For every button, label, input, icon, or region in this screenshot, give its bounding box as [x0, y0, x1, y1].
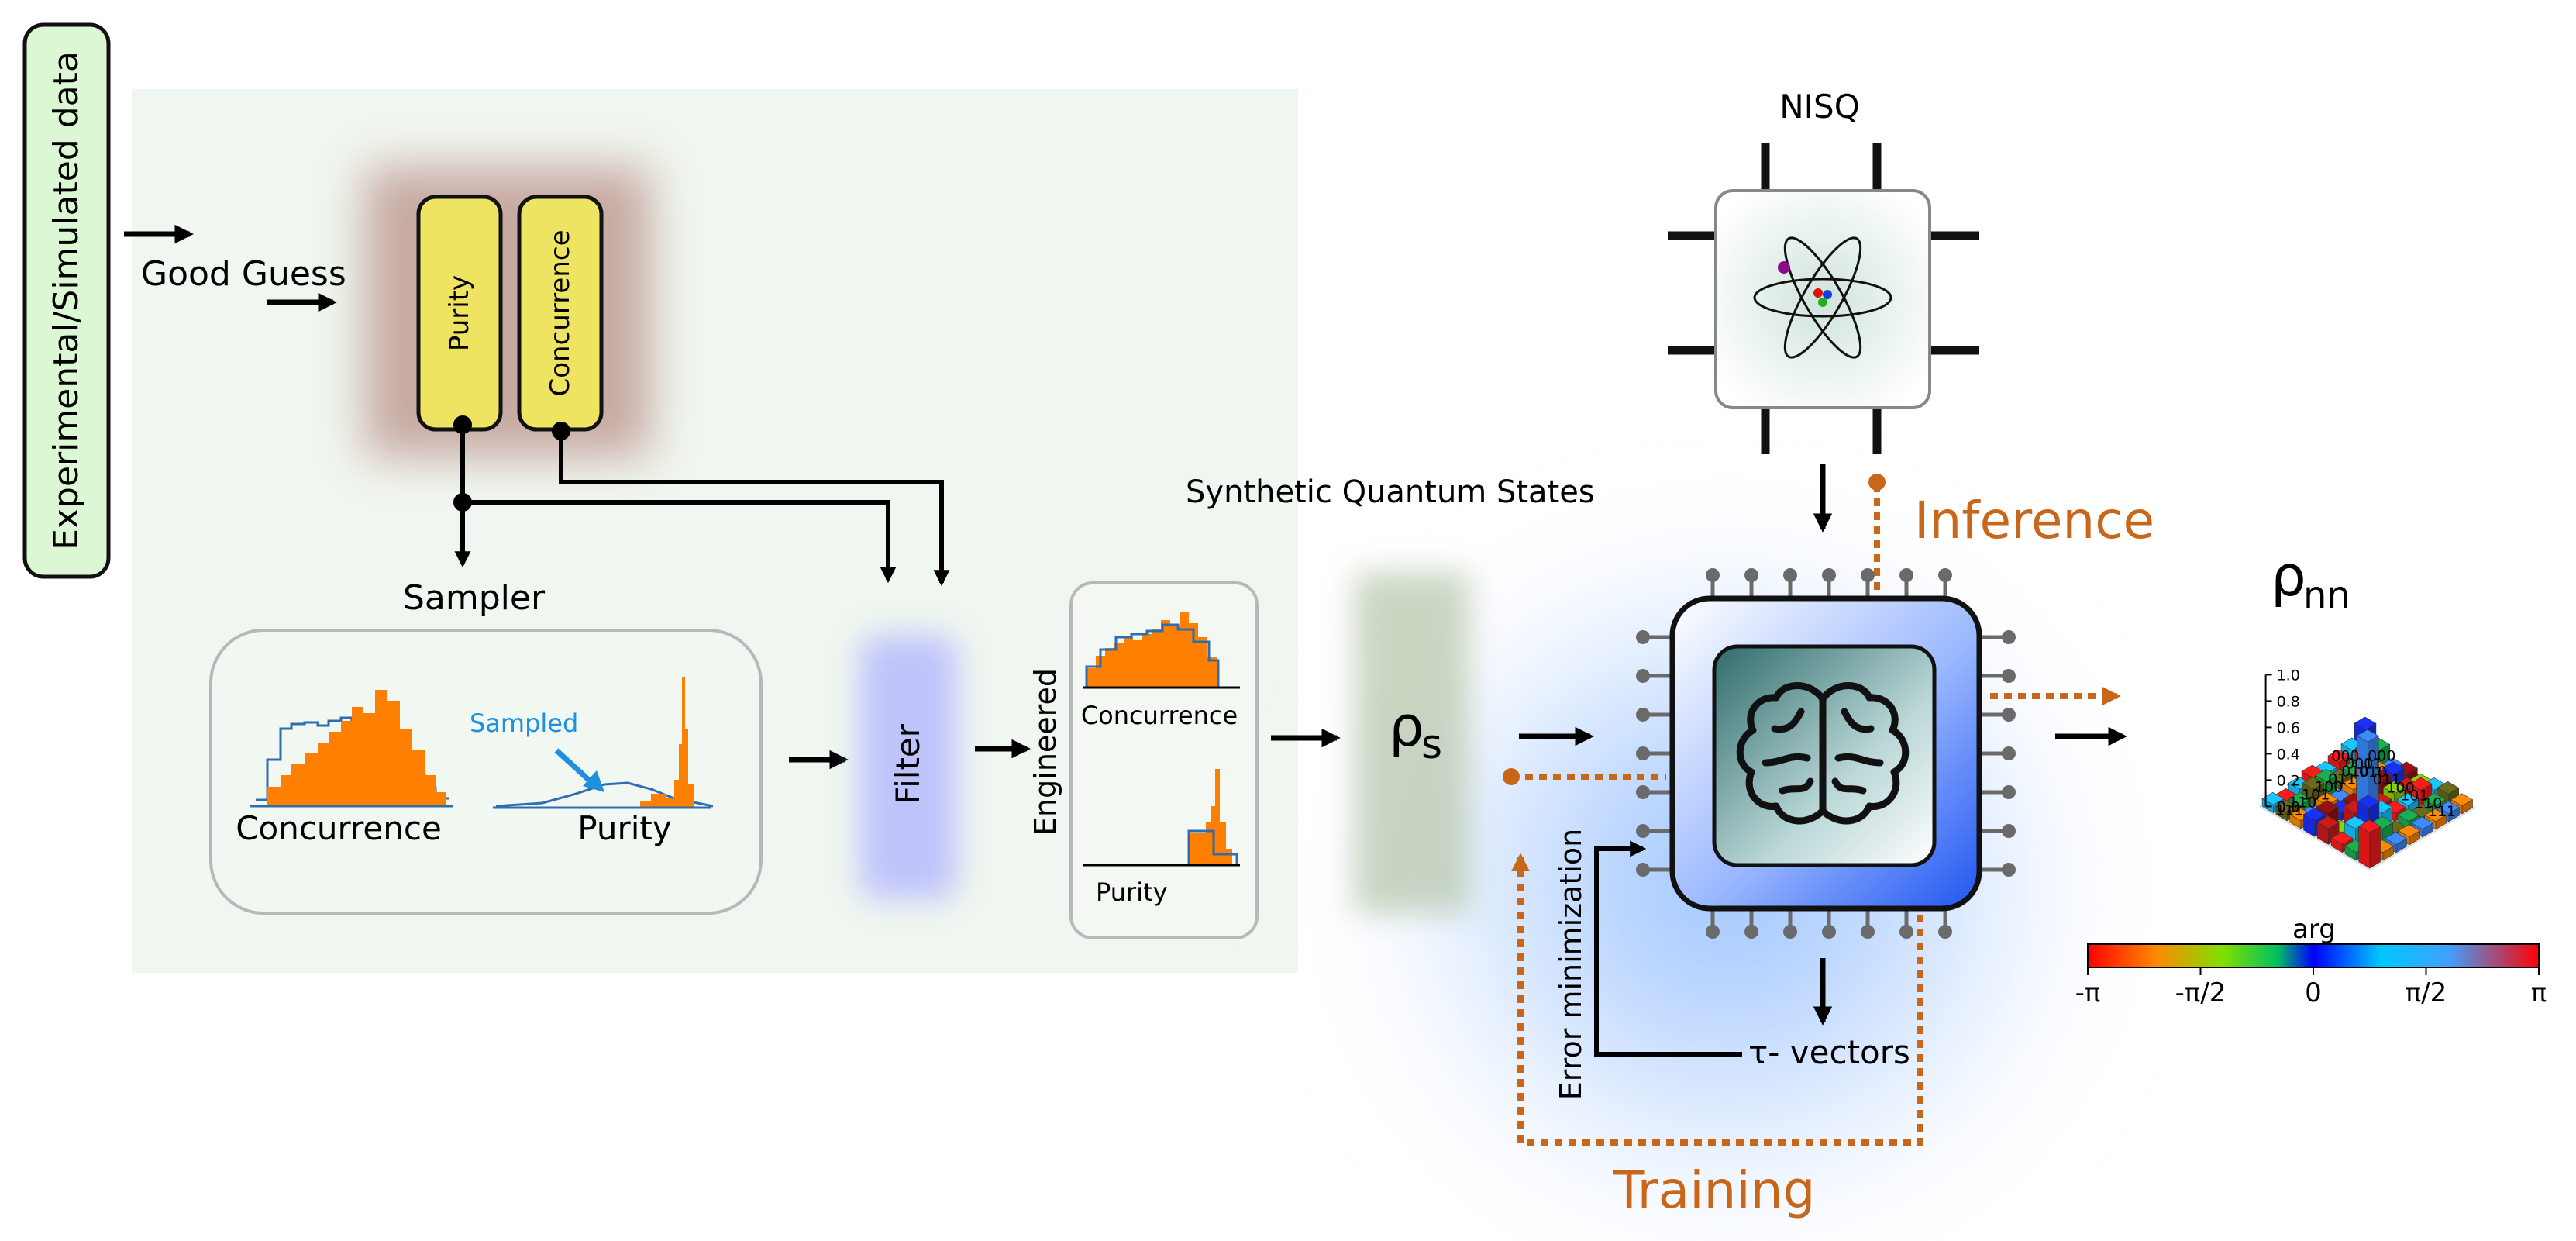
- rho-nn-symbol: ρ nn: [2271, 543, 2350, 617]
- training-dot: [1503, 768, 1520, 785]
- colorbar: [2087, 943, 2540, 968]
- colorbar-ticks: -π -π/2 0 π/2 π: [2075, 967, 2547, 1008]
- colorbar-tick-label: -π/2: [2175, 977, 2226, 1008]
- sampler-concurrence-label: Concurrence: [236, 809, 442, 847]
- nisq-label: NISQ: [1779, 88, 1860, 126]
- z-tick-label: 1.0: [2277, 667, 2300, 684]
- sampled-arrowhead: [583, 770, 604, 792]
- concurrence-node-label: Concurrence: [545, 229, 576, 396]
- density-matrix-bar3d: 0.00.20.40.60.81.0 000001010011100101110…: [2259, 667, 2476, 870]
- engineered-concurrence-label: Concurrence: [1081, 701, 1238, 730]
- colorbar-tick-label: π: [2531, 977, 2547, 1008]
- sampled-label: Sampled: [470, 708, 578, 738]
- rho-s-sub: s: [1421, 722, 1442, 768]
- purity-node-label: Purity: [444, 275, 475, 351]
- right-axis-label: 110: [2288, 794, 2316, 811]
- engineered-box: Engineered Concurrence Purity: [1028, 581, 1259, 939]
- data-source-label: Experimental/Simulated data: [46, 51, 86, 550]
- good-guess-label: Good Guess: [141, 254, 346, 294]
- nisq-chip: [1668, 143, 1979, 454]
- left-axis-label: 010: [2359, 764, 2387, 781]
- inference-dot: [1868, 474, 1886, 491]
- chart-z-axis: 0.0 0.2 0.4 0.6 0.8 1.0: [2264, 667, 2300, 815]
- tau-vectors-label: τ- vectors: [1748, 1033, 1910, 1071]
- rhos-glow: [1355, 572, 1469, 913]
- engineered-concurrence-histogram: [1083, 612, 1240, 689]
- sampler-purity-label: Purity: [577, 809, 671, 847]
- left-axis-label: 101: [2400, 788, 2428, 805]
- left-axis-label: 110: [2414, 795, 2442, 812]
- rho-nn-main: ρ: [2271, 543, 2306, 608]
- left-axis-label: 011: [2373, 771, 2401, 788]
- z-tick-label: 0.4: [2277, 746, 2300, 763]
- sampler-label: Sampler: [403, 578, 546, 618]
- purity-node: Purity: [416, 195, 503, 432]
- training-label: Training: [1613, 1160, 1815, 1220]
- guess-nodes-glow: [364, 167, 651, 457]
- right-axis-label: 100: [2315, 778, 2343, 795]
- filter-glow: [860, 636, 957, 899]
- engineered-label: Engineered: [1028, 668, 1062, 836]
- error-minimization-label: Error minimization: [1554, 829, 1588, 1101]
- engineered-purity-histogram: [1083, 769, 1240, 867]
- right-axis-label: 001: [2354, 755, 2382, 772]
- error-feedback-line: [1594, 840, 1742, 1057]
- colorbar-title: arg: [2292, 914, 2336, 945]
- colorbar-tick-label: π/2: [2406, 977, 2447, 1008]
- right-axis-label: 011: [2328, 770, 2356, 788]
- neural-network-chip: [1636, 568, 2016, 939]
- rho-nn-sub: nn: [2303, 574, 2350, 617]
- sampler-box: Concurrence Sampled Purity: [209, 629, 763, 915]
- colorbar-tick-label: -π: [2075, 977, 2101, 1008]
- node-connectors: [453, 415, 950, 587]
- floor-grid-line: [2369, 807, 2476, 870]
- z-tick-label: 0.6: [2277, 719, 2300, 736]
- chart-bars: [2261, 716, 2474, 869]
- right-axis-label: 111: [2275, 801, 2303, 819]
- inference-label: Inference: [1914, 491, 2154, 550]
- dotted-lines: [1511, 484, 2121, 1146]
- sampled-arrow: [554, 748, 594, 785]
- synthetic-states-label: Synthetic Quantum States: [1186, 474, 1595, 510]
- left-axis-label: 111: [2428, 803, 2456, 820]
- brain-icon: [1736, 682, 1910, 825]
- z-tick-label: 0.2: [2277, 772, 2300, 789]
- floor-grid-line: [2259, 805, 2371, 870]
- training-loop-dotted-line: [1511, 853, 1923, 1146]
- concurrence-node: Concurrence: [517, 195, 604, 432]
- z-tick-label: 0.8: [2277, 693, 2300, 710]
- engineered-purity-label: Purity: [1096, 877, 1168, 907]
- rho-s-symbol: ρ s: [1389, 694, 1442, 768]
- data-source-box: Experimental/Simulated data: [22, 22, 111, 579]
- left-axis-label: 100: [2386, 779, 2414, 796]
- right-axis-label: 101: [2302, 786, 2330, 803]
- left-axis-label: 000: [2331, 748, 2359, 765]
- right-axis-label: 010: [2341, 763, 2369, 780]
- right-axis-label: 000: [2368, 747, 2395, 764]
- colorbar-tick-label: 0: [2305, 977, 2322, 1008]
- sampler-purity-histogram: [493, 677, 714, 809]
- left-axis-label: 001: [2345, 756, 2373, 773]
- filter-label: Filter: [889, 723, 927, 805]
- matrix-bar: [2358, 819, 2381, 869]
- z-tick-label: 0.0: [2277, 798, 2300, 815]
- atom-icon: [1753, 236, 1892, 359]
- sampler-concurrence-histogram: [250, 690, 453, 808]
- rho-s-main: ρ: [1389, 694, 1424, 759]
